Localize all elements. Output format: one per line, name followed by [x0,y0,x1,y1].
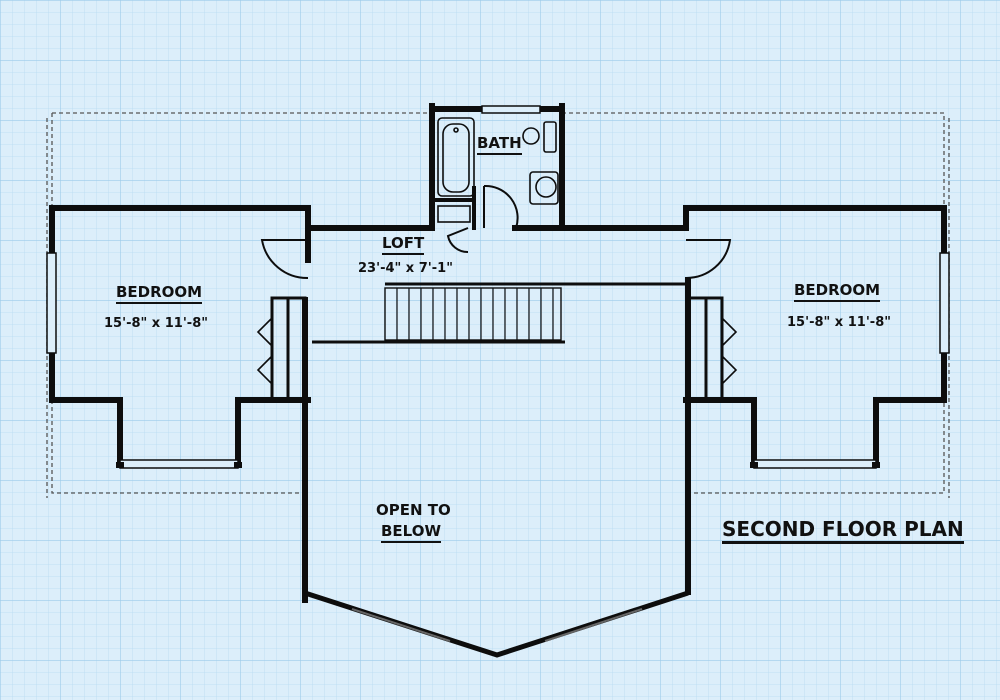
windows [46,105,950,469]
loft-dimensions: 23'-4" x 7'-1" [358,261,453,276]
loft-label: LOFT [382,236,425,255]
left-bedroom-label: BEDROOM [116,285,203,304]
open-to-below-line1: OPEN TO [376,501,451,519]
right-bedroom-label: BEDROOM [794,283,881,302]
front-window-wall [304,590,689,658]
open-to-below-line2: BELOW [381,524,441,543]
plan-title: SECOND FLOOR PLAN [722,519,964,544]
left-bedroom-dimensions: 15'-8" x 11'-8" [104,316,209,331]
right-bedroom-dimensions: 15'-8" x 11'-8" [787,315,892,330]
bath-label: BATH [477,136,522,155]
stair [312,282,686,344]
door-swings [260,184,732,280]
closet-doors [256,317,738,385]
bath-fixtures [437,117,559,223]
